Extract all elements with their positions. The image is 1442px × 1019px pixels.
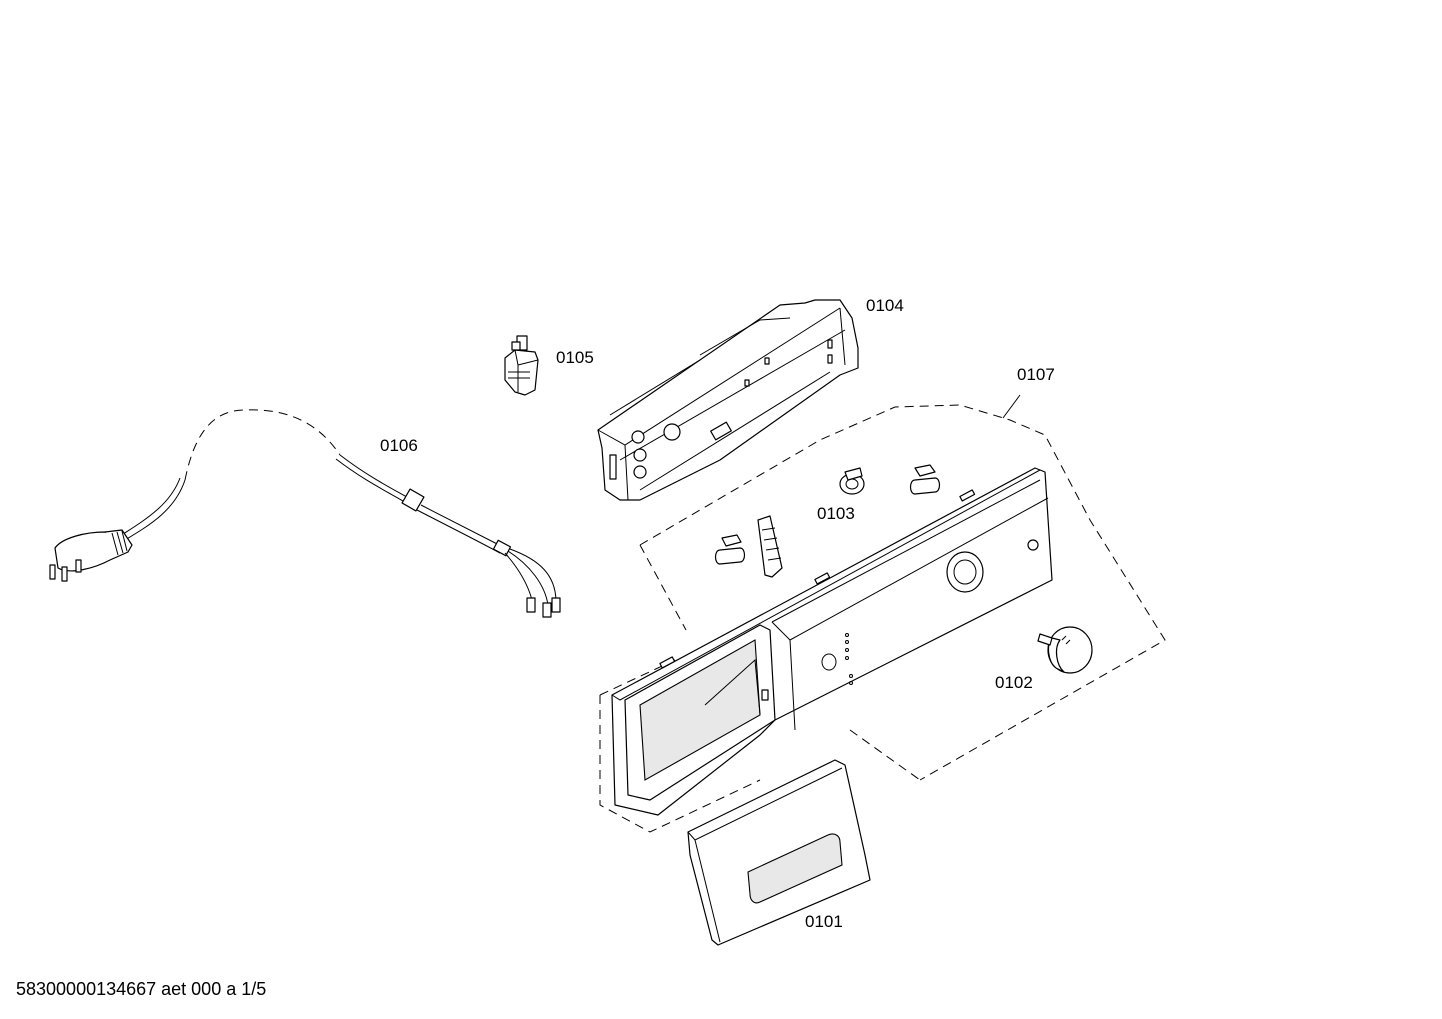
- knob-part-0102: [1037, 626, 1093, 674]
- callout-0103: 0103: [817, 504, 855, 523]
- power-cord-part-0106: [49, 409, 561, 618]
- control-module-part-0104: [597, 299, 859, 501]
- callout-0107: 0107: [1017, 365, 1055, 384]
- callout-0102: 0102: [995, 673, 1033, 692]
- fascia-panel: [611, 467, 1053, 816]
- callout-0101: 0101: [805, 912, 843, 931]
- callout-0104: 0104: [866, 296, 904, 315]
- buttons-part-0103: [714, 464, 941, 578]
- connector-part-0105: [504, 335, 539, 396]
- callout-0106: 0106: [380, 436, 418, 455]
- callout-0105: 0105: [556, 348, 594, 367]
- document-code: 58300000134667 aet 000 a 1/5: [16, 979, 267, 999]
- drawer-handle-part-0101: [687, 759, 871, 946]
